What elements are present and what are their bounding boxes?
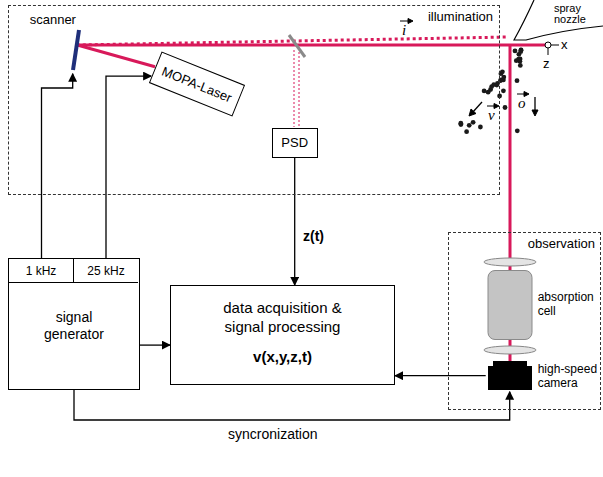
droplet	[501, 88, 506, 93]
illumination-region: illumination scannerMOPA-LaserPSD	[8, 5, 500, 195]
laser-beam	[77, 44, 548, 47]
trigger-line	[42, 74, 73, 259]
laser-box: MOPA-Laser	[149, 51, 245, 116]
detector-box: PSD	[272, 128, 318, 158]
node-label: observation	[528, 236, 595, 251]
node-label: PSD	[281, 135, 308, 150]
arrow-head	[469, 109, 476, 116]
node-label: scanner	[30, 12, 76, 27]
droplet	[482, 89, 487, 94]
lens	[484, 258, 536, 266]
axis-label: x	[561, 38, 568, 51]
node-label: data acquisition & signal processing	[206, 298, 359, 336]
observation-arrow	[534, 97, 535, 111]
frequency-cell: 1 kHz	[9, 259, 74, 283]
node-label: illumination	[428, 9, 493, 24]
droplet	[517, 52, 522, 57]
vector-symbol: i	[402, 23, 406, 38]
droplet	[500, 69, 505, 74]
arrow-head	[408, 19, 413, 24]
node-formula: v(x,y,z,t)	[171, 348, 394, 365]
z-axis	[548, 48, 549, 55]
observation-region: observation absorption cell high-speed cam…	[448, 232, 601, 410]
node-label: spray nozzle	[554, 3, 594, 25]
signal-line	[294, 158, 295, 285]
edge-label: syncronization	[226, 426, 320, 442]
droplet	[458, 121, 463, 126]
node-label: 25 kHz	[87, 264, 124, 278]
spray-droplets	[458, 48, 523, 135]
axis-label: z	[543, 57, 550, 70]
droplet	[515, 128, 520, 133]
signal-line	[395, 375, 486, 376]
spray-nozzle: spray nozzle	[512, 0, 603, 44]
high-speed-camera: high-speed camera	[486, 360, 598, 392]
laser-beam	[76, 45, 155, 67]
arrow-head	[532, 110, 538, 116]
signal-generator: signal generator 1 kHz 25 kHz	[8, 258, 140, 390]
droplet	[518, 63, 523, 68]
beam-splitter	[289, 35, 305, 57]
node-label: absorption cell	[538, 290, 598, 318]
signal-line	[140, 344, 170, 345]
arrow-head	[494, 104, 499, 109]
reflected-beam	[299, 52, 300, 127]
processing-box: data acquisition & signal processing v(x,…	[170, 285, 395, 385]
node-label: 1 kHz	[26, 264, 57, 278]
droplet	[513, 49, 518, 54]
node-label: MOPA-Laser	[159, 63, 233, 105]
frequency-cell: 25 kHz	[74, 259, 138, 283]
reflected-beam	[294, 50, 295, 127]
node-label: signal generator	[29, 309, 119, 343]
node-label: high-speed camera	[538, 362, 598, 390]
droplet	[471, 120, 476, 125]
droplet	[489, 84, 494, 89]
droplet	[464, 129, 469, 134]
trigger-line	[106, 76, 151, 259]
droplet	[515, 78, 520, 83]
droplet	[503, 105, 508, 110]
axis-origin	[545, 42, 551, 48]
sync-line	[74, 390, 510, 420]
droplet	[501, 75, 506, 80]
vector-symbol: v	[488, 108, 495, 123]
droplet	[467, 123, 472, 128]
x-axis	[551, 45, 559, 46]
droplet	[478, 125, 483, 130]
scanner-mirror: scanner	[30, 12, 86, 74]
absorption-cell: absorption cell	[486, 270, 598, 340]
lens	[484, 346, 536, 354]
edge-label: z(t)	[301, 228, 326, 244]
vector-symbol: o	[518, 96, 526, 111]
droplet	[514, 58, 519, 63]
